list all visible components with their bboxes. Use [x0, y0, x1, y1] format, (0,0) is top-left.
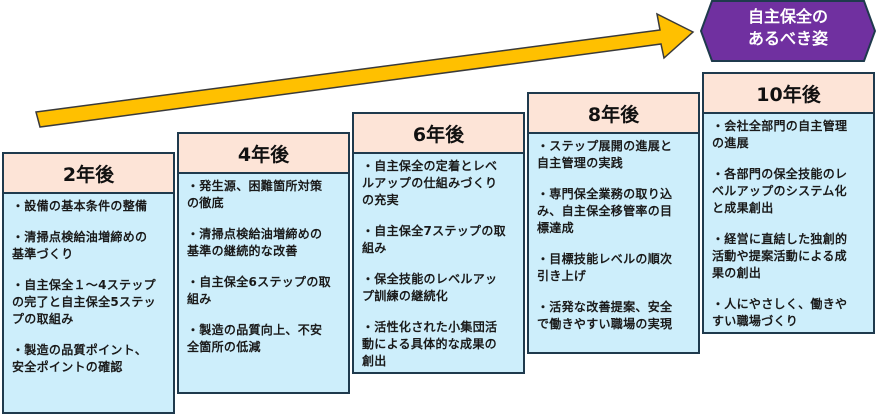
stage-body: ・ステップ展開の進展と自主管理の実践・専門保全業務の取り込み、自主保全移管率の目…: [529, 134, 698, 333]
stage-item-line: ・清掃点検給油増締めの: [187, 227, 323, 241]
stage-column-8年後: 8年後・ステップ展開の進展と自主管理の実践・専門保全業務の取り込み、自主保全移管…: [527, 92, 700, 354]
stage-item-line: 標達成: [537, 221, 574, 235]
stage-item-line: 活動や提案活動による成: [712, 249, 847, 263]
stage-item-line: と成果創出: [712, 201, 774, 215]
stage-column-6年後: 6年後・自主保全の定着とレベルアップの仕組みづくりの充実・自主保全7ステップの取…: [352, 112, 525, 374]
goal-line-1: 自主保全の: [747, 7, 828, 26]
stage-item: ・発生源、困難箇所対策の徹底: [187, 178, 344, 212]
stage-item-line: 全箇所の低減: [187, 340, 261, 354]
stage-item-line: の充実: [362, 193, 399, 207]
stage-item-line: ・製造の品質向上、不安: [187, 323, 323, 337]
stage-title: 10年後: [704, 74, 873, 114]
stage-item-line: ・製造の品質ポイント、: [12, 343, 148, 357]
stage-item-line: ・自主保全の定着とレベ: [362, 159, 498, 173]
stage-item-line: プの取組み: [12, 312, 74, 326]
stage-title: 6年後: [354, 114, 523, 154]
stage-column-10年後: 10年後・会社全部門の自主管理の進展・各部門の保全技能のレベルアップのシステム化…: [702, 72, 875, 334]
stage-column-2年後: 2年後・設備の基本条件の整備・清掃点検給油増締めの基準づくり・自主保全１～4ステ…: [2, 152, 175, 414]
stage-item: ・製造の品質ポイント、安全ポイントの確認: [12, 342, 169, 376]
stage-item-line: 安全ポイントの確認: [12, 360, 123, 374]
stage-title: 8年後: [529, 94, 698, 134]
stage-item-line: で働きやすい職場の実現: [537, 317, 673, 331]
stage-body: ・設備の基本条件の整備・清掃点検給油増締めの基準づくり・自主保全１～4ステップの…: [4, 194, 173, 376]
stage-title: 2年後: [4, 154, 173, 194]
arrow-shape: [35, 12, 695, 128]
stage-item-line: ・経営に直結した独創的: [712, 232, 848, 246]
stage-item-line: 自主管理の実践: [537, 156, 624, 170]
stage-item: ・清掃点検給油増締めの基準づくり: [12, 229, 169, 263]
stage-item-line: プ訓練の継続化: [362, 289, 449, 303]
stage-item: ・製造の品質向上、不安全箇所の低減: [187, 322, 344, 356]
stage-item-line: の完了と自主保全5ステッ: [12, 295, 156, 309]
stage-body: ・自主保全の定着とレベルアップの仕組みづくりの充実・自主保全7ステップの取組み・…: [354, 154, 523, 370]
stage-item-line: ・自主保全7ステップの取: [362, 224, 506, 238]
stage-item-line: 組み: [187, 292, 212, 306]
stage-item: ・自主保全7ステップの取組み: [362, 223, 519, 257]
stage-item: ・各部門の保全技能のレベルアップのシステム化と成果創出: [712, 166, 869, 217]
stage-item: ・ステップ展開の進展と自主管理の実践: [537, 138, 694, 172]
stage-item-line: ・人にやさしく、働きや: [712, 297, 848, 311]
stage-item: ・保全技能のレベルアップ訓練の継続化: [362, 271, 519, 305]
stage-item-line: 基準づくり: [12, 247, 74, 261]
stage-item-line: ・清掃点検給油増締めの: [12, 230, 148, 244]
stage-item-line: み、自主保全移管率の目: [537, 204, 673, 218]
stage-body: ・会社全部門の自主管理の進展・各部門の保全技能のレベルアップのシステム化と成果創…: [704, 114, 873, 330]
stage-item-line: ・保全技能のレベルアッ: [362, 272, 498, 286]
stage-item-line: すい職場づくり: [712, 314, 799, 328]
stage-body: ・発生源、困難箇所対策の徹底・清掃点検給油増締めの基準の継続的な改善・自主保全6…: [179, 174, 348, 356]
stage-item: ・活発な改善提案、安全で働きやすい職場の実現: [537, 299, 694, 333]
stage-item-line: ルアップの仕組みづくり: [362, 176, 498, 190]
stage-item: ・活性化された小集団活動による具体的な成果の創出: [362, 319, 519, 370]
stage-item: ・人にやさしく、働きやすい職場づくり: [712, 296, 869, 330]
stage-item-line: ・自主保全6ステップの取: [187, 275, 331, 289]
stage-title: 4年後: [179, 134, 348, 174]
stage-item-line: ・目標技能レベルの順次: [537, 252, 673, 266]
stage-item: ・経営に直結した独創的活動や提案活動による成果の創出: [712, 231, 869, 282]
stage-item-line: ・ステップ展開の進展と: [537, 139, 673, 153]
stage-item: ・清掃点検給油増締めの基準の継続的な改善: [187, 226, 344, 260]
stage-item: ・目標技能レベルの順次引き上げ: [537, 251, 694, 285]
stage-item-line: ・会社全部門の自主管理: [712, 119, 848, 133]
goal-line-2: あるべき姿: [747, 29, 828, 48]
stage-item-line: ベルアップのシステム化: [712, 184, 847, 198]
stage-item-line: ・活発な改善提案、安全: [537, 300, 673, 314]
stage-item-line: 創出: [362, 354, 387, 368]
stage-item-line: 動による具体的な成果の: [362, 337, 497, 351]
stage-item-line: 基準の継続的な改善: [187, 244, 298, 258]
goal-hexagon: [700, 0, 876, 62]
stage-item-line: の徹底: [187, 196, 224, 210]
stage-item: ・自主保全6ステップの取組み: [187, 274, 344, 308]
stage-item-line: ・専門保全業務の取り込: [537, 187, 673, 201]
stage-item: ・会社全部門の自主管理の進展: [712, 118, 869, 152]
stage-item-line: 果の創出: [712, 266, 762, 280]
stage-item-line: ・活性化された小集団活: [362, 320, 498, 334]
stage-item: ・自主保全の定着とレベルアップの仕組みづくりの充実: [362, 158, 519, 209]
stage-item-line: 引き上げ: [537, 269, 587, 283]
stage-item: ・設備の基本条件の整備: [12, 198, 169, 215]
stage-column-4年後: 4年後・発生源、困難箇所対策の徹底・清掃点検給油増締めの基準の継続的な改善・自主…: [177, 132, 350, 394]
stage-item-line: ・発生源、困難箇所対策: [187, 179, 323, 193]
stage-item-line: ・設備の基本条件の整備: [12, 199, 148, 213]
stage-item-line: ・各部門の保全技能のレ: [712, 167, 848, 181]
stage-item: ・自主保全１～4ステップの完了と自主保全5ステップの取組み: [12, 277, 169, 328]
goal-label: 自主保全の あるべき姿: [700, 6, 876, 50]
stage-item-line: の進展: [712, 136, 749, 150]
stage-item: ・専門保全業務の取り込み、自主保全移管率の目標達成: [537, 186, 694, 237]
stage-item-line: 組み: [362, 241, 387, 255]
stage-item-line: ・自主保全１～4ステップ: [12, 278, 156, 292]
